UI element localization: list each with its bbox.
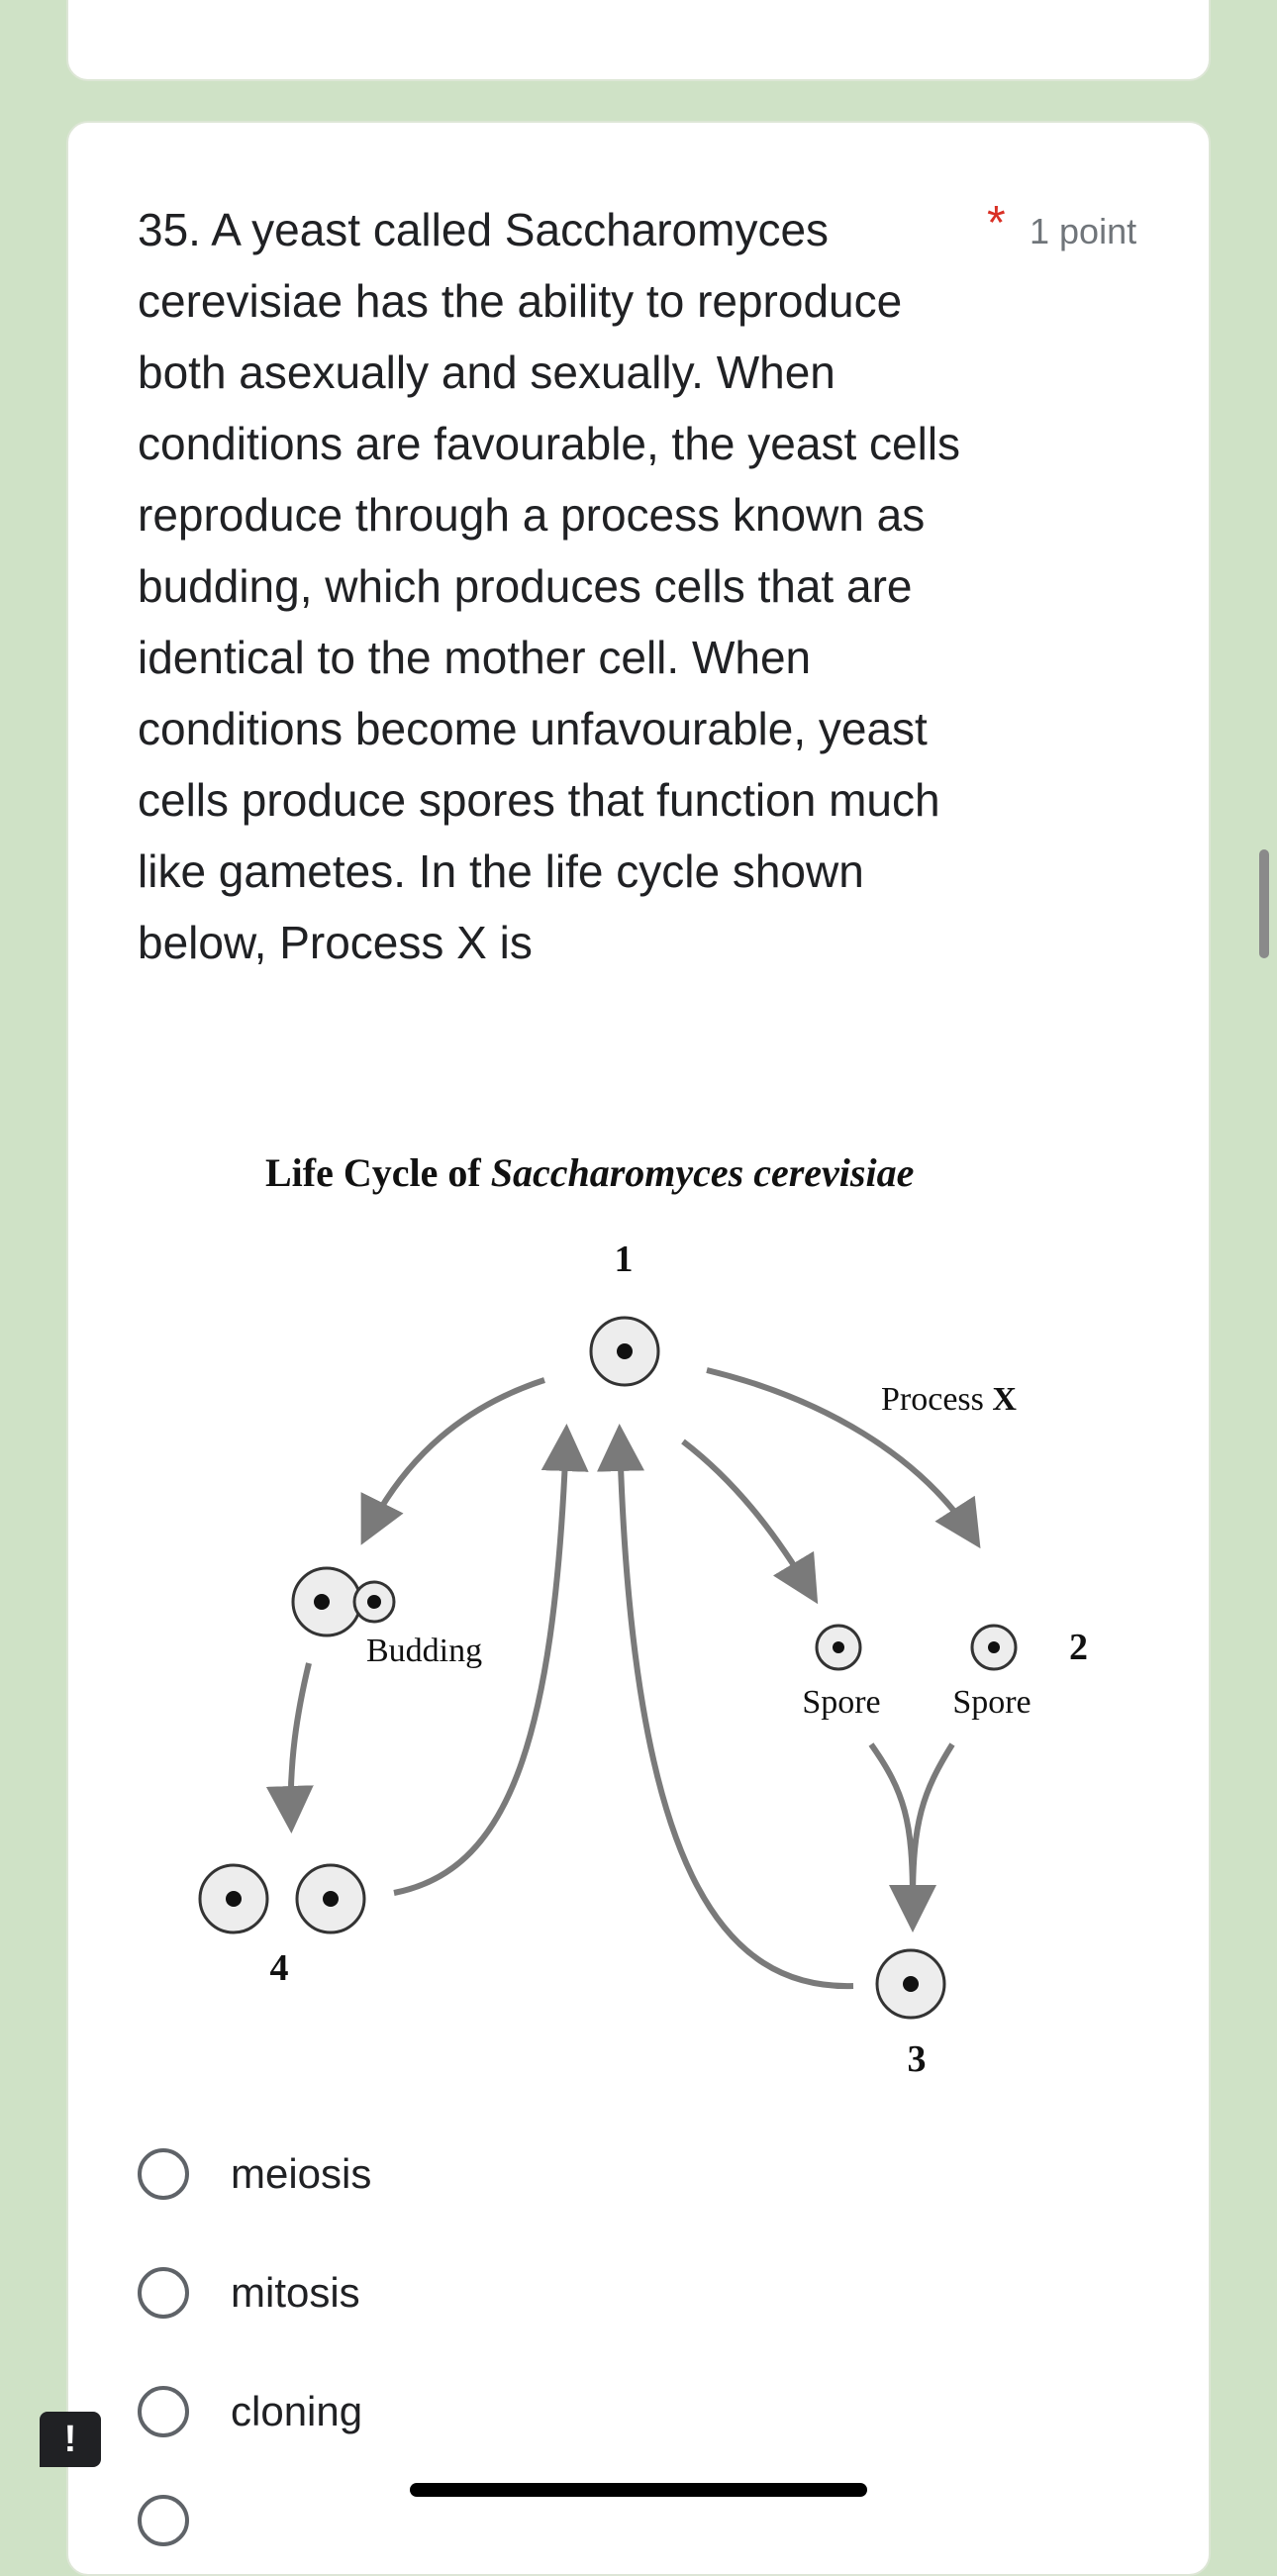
radio-button[interactable] — [138, 2495, 189, 2546]
option-cloning[interactable]: cloning — [138, 2376, 362, 2447]
radio-button[interactable] — [138, 2386, 189, 2437]
budding-label: Budding — [366, 1633, 482, 1669]
budding-cell — [293, 1568, 394, 1635]
process-x-label: Process X — [881, 1381, 1017, 1418]
option-meiosis[interactable]: meiosis — [138, 2138, 371, 2210]
cell-4-right — [297, 1865, 364, 1932]
life-cycle-diagram: Life Cycle of Saccharomyces cerevisiae 1… — [148, 1139, 1119, 2089]
arrow-1-to-spore — [683, 1441, 812, 1594]
label-1: 1 — [615, 1238, 634, 1280]
option-label: cloning — [231, 2388, 362, 2435]
option-mitosis[interactable]: mitosis — [138, 2257, 360, 2328]
arrow-budding-to-4 — [291, 1663, 309, 1822]
points-label: 1 point — [1030, 208, 1136, 255]
radio-button[interactable] — [138, 2148, 189, 2200]
radio-button[interactable] — [138, 2267, 189, 2319]
label-2: 2 — [1069, 1627, 1088, 1668]
arrow-spores-to-3 — [871, 1744, 952, 1901]
diagram-title: Life Cycle of Saccharomyces cerevisiae — [265, 1150, 914, 1195]
option-label: meiosis — [231, 2150, 371, 2198]
cell-3 — [877, 1950, 944, 2018]
spore-left-cell — [817, 1626, 860, 1669]
label-3: 3 — [908, 2038, 927, 2080]
cell-1 — [591, 1318, 658, 1385]
scrollbar[interactable] — [1259, 849, 1269, 958]
spore-right-cell — [972, 1626, 1016, 1669]
previous-question-card — [66, 0, 1211, 81]
arrow-1-to-budding — [366, 1380, 544, 1535]
question-text: 35. A yeast called Saccharomyces cerevis… — [138, 194, 989, 978]
required-indicator: * — [987, 196, 1006, 251]
home-indicator[interactable] — [410, 2483, 867, 2497]
option-label: mitosis — [231, 2269, 360, 2317]
spore-right-label: Spore — [952, 1684, 1031, 1721]
spore-left-label: Spore — [802, 1684, 880, 1721]
exclamation-icon[interactable]: ! — [40, 2412, 101, 2467]
label-4: 4 — [270, 1947, 289, 1989]
cell-4-left — [200, 1865, 267, 1932]
